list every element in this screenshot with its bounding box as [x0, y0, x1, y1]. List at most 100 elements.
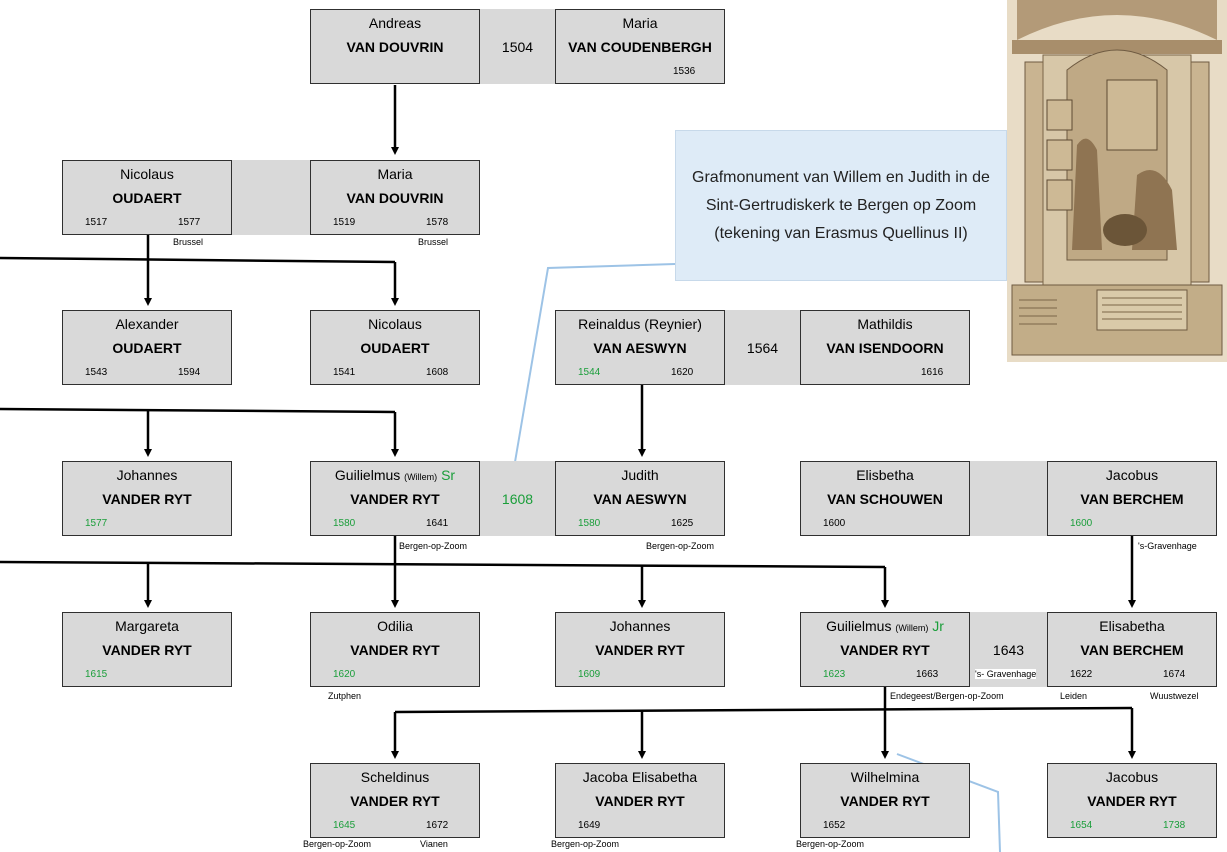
- given-note: (Willem): [895, 623, 929, 633]
- monument-drawing: [1007, 0, 1227, 362]
- birth-place: Bergen-op-Zoom: [551, 839, 620, 849]
- monument-engraving-image: [1007, 0, 1227, 362]
- given-name: Guilielmus (Willem) Sr: [311, 467, 479, 483]
- death-year: 1536: [673, 66, 696, 77]
- family-name: VAN DOUVRIN: [346, 39, 444, 55]
- family-name: VANDER RYT: [1087, 793, 1177, 809]
- birth-year: 1541: [333, 367, 356, 378]
- birth-year: 1600: [1070, 518, 1093, 529]
- given-name: Andreas: [368, 15, 422, 31]
- person-andreas: Andreas VAN DOUVRIN: [310, 9, 480, 84]
- death-place: Vianen: [420, 839, 448, 849]
- family-name: VANDER RYT: [350, 793, 440, 809]
- marriage-year: 1504: [480, 9, 555, 84]
- birth-year: 1517: [85, 217, 108, 228]
- person-scheldinus: Scheldinus VANDER RYT 1645 1672: [310, 763, 480, 838]
- birth-place: Zutphen: [328, 691, 362, 701]
- death-place: Endegeest/Bergen-op-Zoom: [890, 691, 1004, 701]
- birth-year: 1544: [578, 367, 601, 378]
- callout-leader-monument: [514, 263, 676, 463]
- family-name: VAN DOUVRIN: [346, 190, 444, 206]
- person-mathildis-van-isendoorn: Mathildis VAN ISENDOORN 1616: [800, 310, 970, 385]
- given-name: Guilielmus (Willem) Jr: [801, 618, 969, 634]
- death-year: 1672: [426, 820, 449, 831]
- person-maria-van-douvrin: Maria VAN DOUVRIN 1519 1578: [310, 160, 480, 235]
- birth-year: 1622: [1070, 669, 1093, 680]
- generation-suffix: Jr: [932, 618, 944, 634]
- death-year: 1616: [921, 367, 944, 378]
- family-name: VANDER RYT: [595, 793, 685, 809]
- person-johannes-vander-ryt: Johannes VANDER RYT 1577: [62, 461, 232, 536]
- family-name: OUDAERT: [360, 340, 430, 356]
- birth-year: 1543: [85, 367, 108, 378]
- death-year: 1608: [426, 367, 449, 378]
- person-jacobus-van-berchem: Jacobus VAN BERCHEM 1600: [1047, 461, 1217, 536]
- given-name: Elisbetha: [856, 467, 914, 483]
- death-place: Brussel: [418, 237, 449, 247]
- family-name: VANDER RYT: [840, 642, 930, 658]
- death-year: 1594: [178, 367, 201, 378]
- given-name: Johannes: [116, 467, 178, 483]
- branch-ryt-h: [0, 407, 396, 414]
- family-name: VAN SCHOUWEN: [827, 491, 943, 507]
- birth-year: 1609: [578, 669, 601, 680]
- given-name: Nicolaus: [368, 316, 422, 332]
- given-name: Maria: [622, 15, 658, 31]
- birth-place: 's- Gravenhage: [975, 669, 1037, 679]
- given-name: Maria: [377, 166, 413, 182]
- person-jacoba-elisabetha: Jacoba Elisabetha VANDER RYT 1649: [555, 763, 725, 838]
- death-place: Bergen-op-Zoom: [399, 541, 468, 551]
- given-name: Jacobus: [1105, 467, 1159, 483]
- given-name: Odilia: [377, 618, 413, 634]
- person-reinaldus-van-aeswyn: Reinaldus (Reynier) VAN AESWYN 1544 1620: [555, 310, 725, 385]
- birth-year: 1519: [333, 217, 356, 228]
- person-margareta: Margareta VANDER RYT 1615: [62, 612, 232, 687]
- family-name: VAN AESWYN: [593, 340, 687, 356]
- death-year: 1625: [671, 518, 694, 529]
- birth-place: Bergen-op-Zoom: [303, 839, 372, 849]
- family-name: OUDAERT: [112, 340, 182, 356]
- family-name: VAN ISENDOORN: [826, 340, 944, 356]
- person-guilielmus-jr: Guilielmus (Willem) Jr VANDER RYT 1623 1…: [800, 612, 970, 687]
- person-elisbetha-van-schouwen: Elisbetha VAN SCHOUWEN 1600: [800, 461, 970, 536]
- birth-year: 1620: [333, 669, 356, 680]
- person-jacobus-vander-ryt: Jacobus VANDER RYT 1654 1738: [1047, 763, 1217, 838]
- birth-year: 1649: [578, 820, 601, 831]
- generation-suffix: Sr: [441, 467, 456, 483]
- family-name: OUDAERT: [112, 190, 182, 206]
- marriage-year: 1608: [480, 461, 555, 536]
- family-name: VAN BERCHEM: [1080, 491, 1184, 507]
- given-name: Johannes: [609, 618, 671, 634]
- given-name: Nicolaus: [120, 166, 174, 182]
- given-name: Elisabetha: [1099, 618, 1165, 634]
- death-place: Brussel: [173, 237, 204, 247]
- family-name: VANDER RYT: [595, 642, 685, 658]
- death-year: 1674: [1163, 669, 1186, 680]
- family-name: VAN BERCHEM: [1080, 642, 1184, 658]
- death-year: 1663: [916, 669, 939, 680]
- given-name: Jacoba Elisabetha: [582, 769, 698, 785]
- birth-year: 1615: [85, 669, 108, 680]
- birth-year: 1654: [1070, 820, 1093, 831]
- branch-children-h: [0, 560, 886, 569]
- person-johannes-jr: Johannes VANDER RYT 1609: [555, 612, 725, 687]
- birth-year: 1623: [823, 669, 846, 680]
- person-elisabetha-van-berchem: Elisabetha VAN BERCHEM 1622 1674: [1047, 612, 1217, 687]
- given-note: (Willem): [404, 472, 438, 482]
- birth-year: 1580: [578, 518, 601, 529]
- given-name: Alexander: [115, 316, 179, 332]
- person-maria-van-coudenbergh: Maria VAN COUDENBERGH 1536: [555, 9, 725, 84]
- family-name: VAN COUDENBERGH: [568, 39, 712, 55]
- death-year: 1738: [1163, 820, 1186, 831]
- branch-grandchildren-h: [394, 706, 1133, 714]
- given-name: Margareta: [115, 618, 179, 634]
- family-name: VAN AESWYN: [593, 491, 687, 507]
- birth-year: 1645: [333, 820, 356, 831]
- birth-year: 1600: [823, 518, 846, 529]
- death-year: 1641: [426, 518, 449, 529]
- family-name: VANDER RYT: [102, 491, 192, 507]
- family-name: VANDER RYT: [350, 642, 440, 658]
- birth-place: Bergen-op-Zoom: [796, 839, 865, 849]
- branch-oudaert-h: [0, 256, 396, 264]
